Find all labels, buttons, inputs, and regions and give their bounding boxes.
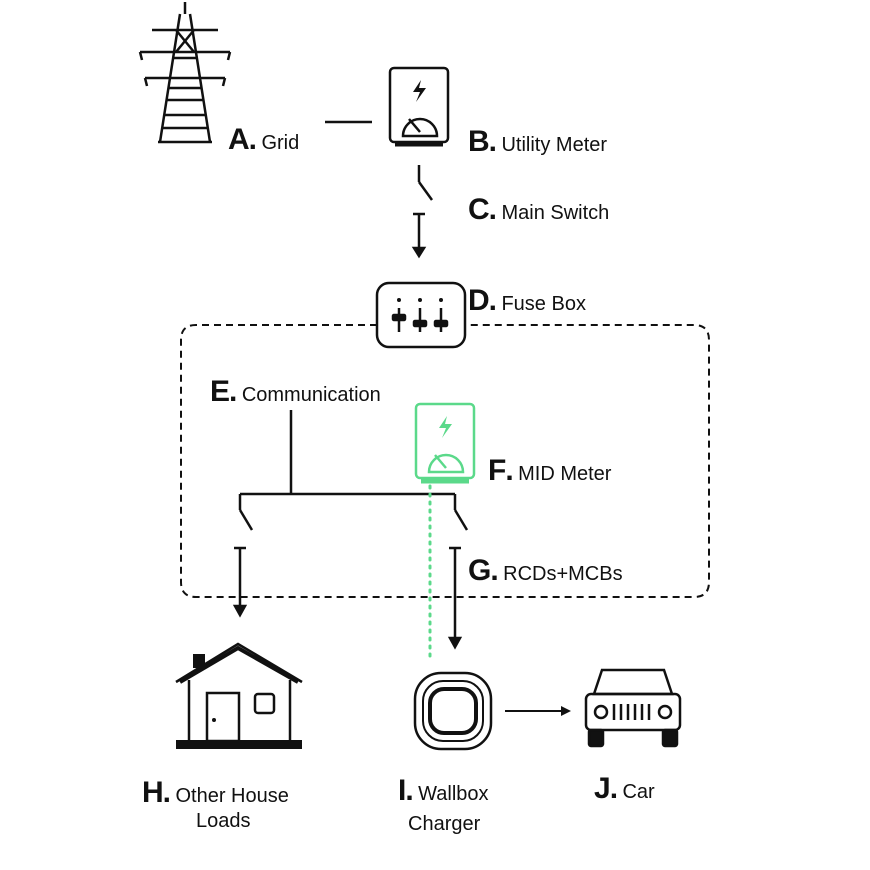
label-g: G. RCDs+MCBs (468, 554, 623, 587)
charging-arrow (505, 706, 571, 716)
label-c-name: Main Switch (501, 202, 610, 224)
label-e: E. Communication (210, 375, 381, 408)
breaker-switch-icon (447, 509, 469, 650)
label-h-letter: H (142, 776, 164, 809)
label-h-line2: Loads (196, 811, 251, 831)
label-f-name: MID Meter (518, 463, 612, 485)
label-a-name: Grid (261, 132, 300, 154)
label-a-letter: A (228, 123, 250, 156)
label-a: A. Grid (228, 123, 300, 156)
label-i-letter: I (398, 774, 406, 807)
label-j-name: Car (622, 781, 655, 803)
distribution-board-boundary (180, 324, 710, 598)
label-b: B. Utility Meter (468, 125, 608, 158)
label-g-letter: G (468, 554, 491, 587)
power-pylon-icon (138, 2, 232, 144)
switch-icon (411, 165, 434, 259)
label-f: F. MID Meter (488, 454, 612, 487)
label-b-name: Utility Meter (501, 134, 608, 156)
wallbox-charger-icon (413, 671, 493, 751)
label-h-name-line2: Loads (196, 810, 251, 832)
label-h: H. Other House (142, 776, 289, 809)
car-icon (584, 668, 682, 748)
label-d-name: Fuse Box (501, 293, 586, 315)
label-e-letter: E (210, 375, 230, 408)
label-j-letter: J (594, 772, 611, 805)
breaker-switch-icon (232, 509, 254, 618)
house-icon (175, 642, 303, 749)
label-i-line2: Charger (408, 814, 480, 834)
label-i: I. Wallbox (398, 774, 489, 807)
label-d-letter: D (468, 284, 490, 317)
communication-line (238, 410, 457, 510)
label-b-letter: B (468, 125, 490, 158)
label-j: J. Car (594, 772, 655, 805)
mid-meter-icon (414, 402, 476, 484)
label-i-name-line1: Wallbox (418, 783, 489, 805)
label-h-name-line1: Other House (175, 785, 289, 807)
label-e-name: Communication (241, 384, 381, 406)
label-g-name: RCDs+MCBs (503, 563, 623, 585)
label-i-name-line2: Charger (408, 813, 481, 835)
label-d: D. Fuse Box (468, 284, 586, 317)
fuse-box-icon (375, 281, 467, 349)
utility-meter-icon (388, 66, 450, 147)
label-f-letter: F (488, 454, 506, 487)
label-c: C. Main Switch (468, 193, 610, 226)
label-c-letter: C (468, 193, 490, 226)
